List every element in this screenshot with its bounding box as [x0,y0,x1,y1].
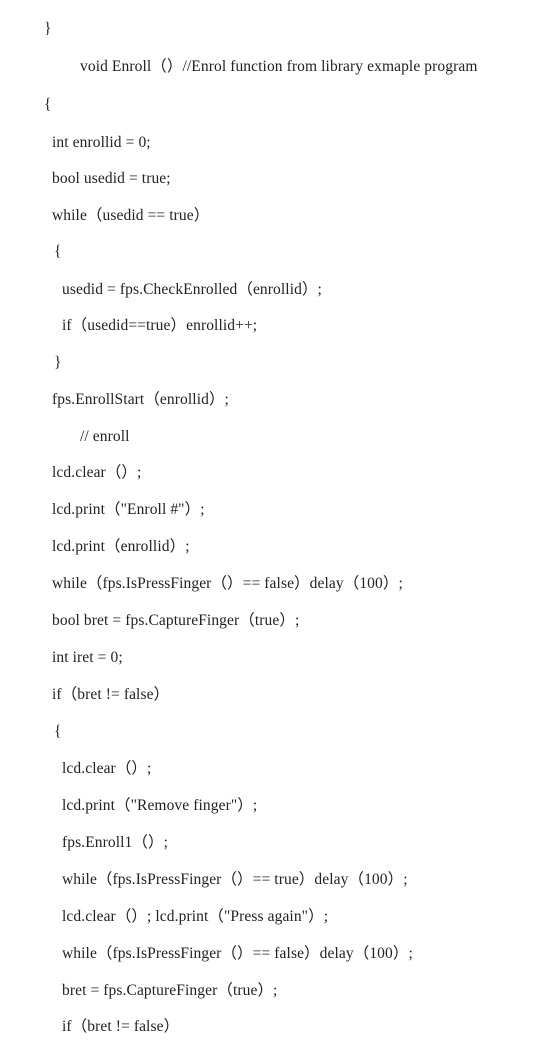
code-line: { [44,96,52,113]
code-line: } [54,354,62,371]
code-line: bret = fps.CaptureFinger（true）; [62,982,278,999]
code-line: { [54,723,62,740]
code-line: if（bret != false） [62,1018,180,1035]
code-line: lcd.clear（）; [52,464,142,481]
code-line: lcd.clear（）; [62,760,152,777]
code-line: fps.Enroll1（）; [62,834,169,851]
code-line: lcd.clear（）; lcd.print（"Press again"）; [62,908,329,925]
code-line: while（fps.IsPressFinger（）== true）delay（1… [62,871,408,888]
code-line: lcd.print（"Enroll #"）; [52,501,205,518]
code-line: while（fps.IsPressFinger（）== false）delay（… [62,945,413,962]
code-line: int iret = 0; [52,649,123,666]
code-line: fps.EnrollStart（enrollid）; [52,391,229,408]
code-line: // enroll [80,428,130,445]
code-line: int enrollid = 0; [52,134,151,151]
code-line: lcd.print（enrollid）; [52,538,190,555]
code-line: lcd.print（"Remove finger"）; [62,797,258,814]
code-line: while（fps.IsPressFinger（）== false）delay（… [52,575,403,592]
code-line: if（bret != false） [52,686,170,703]
code-line: bool usedid = true; [52,170,171,187]
code-line: usedid = fps.CheckEnrolled（enrollid）; [62,281,322,298]
code-line: { [54,243,62,260]
code-line: bool bret = fps.CaptureFinger（true）; [52,612,300,629]
code-line: if（usedid==true）enrollid++; [62,317,258,334]
code-line: void Enroll（）//Enrol function from libra… [80,58,478,75]
code-line: } [44,20,52,37]
code-line: while（usedid == true） [52,207,210,224]
